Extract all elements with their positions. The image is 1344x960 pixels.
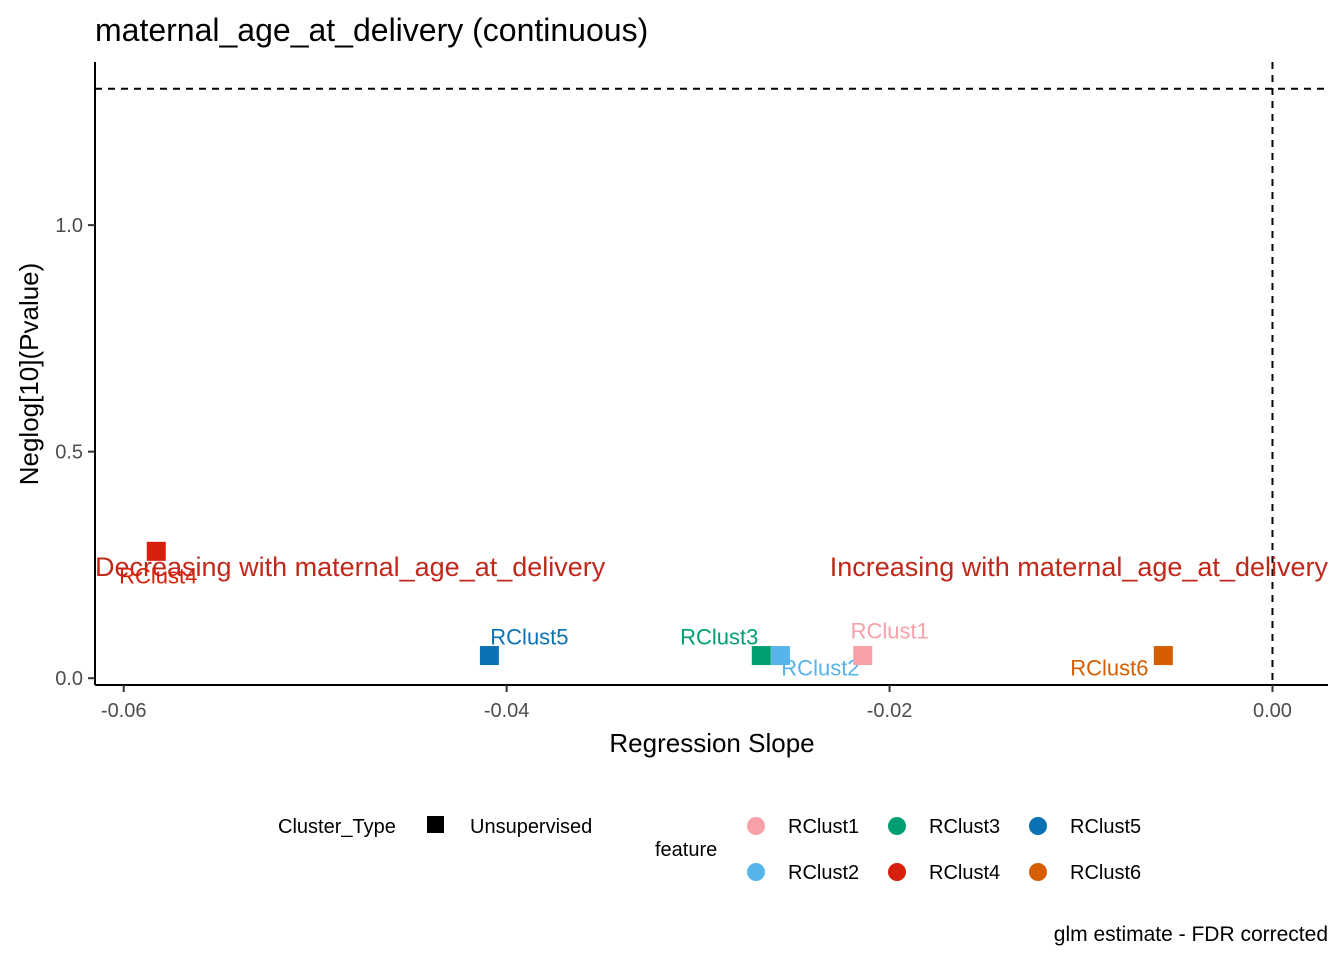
legend-label-rclust2: RClust2 (788, 862, 859, 884)
point-label-rclust4: RClust4 (119, 563, 197, 588)
data-point-rclust1 (853, 646, 873, 666)
legend-square-key (427, 816, 444, 833)
legend-shape-label: Unsupervised (470, 816, 592, 838)
x-axis-title: Regression Slope (609, 728, 814, 758)
data-point-rclust2 (770, 646, 790, 666)
annotation-increasing: Increasing with maternal_age_at_delivery (830, 552, 1329, 582)
y-tick-label: 0.0 (55, 668, 83, 690)
point-label-rclust5: RClust5 (490, 625, 568, 650)
legend-key-rclust5 (1029, 817, 1047, 835)
y-tick-label: 0.5 (55, 442, 83, 464)
legend-label-rclust4: RClust4 (929, 862, 1000, 884)
x-tick-label: -0.02 (867, 700, 913, 722)
point-label-rclust6: RClust6 (1070, 656, 1148, 681)
legend-shape-title: Cluster_Type (278, 816, 396, 838)
point-label-rclust1: RClust1 (851, 619, 929, 644)
y-tick-label: 1.0 (55, 215, 83, 237)
legend-key-rclust3 (888, 817, 906, 835)
data-point-rclust3 (751, 646, 771, 666)
legend-label-rclust1: RClust1 (788, 816, 859, 838)
x-tick-label: -0.06 (101, 700, 147, 722)
legend-key-rclust4 (888, 863, 906, 881)
x-tick-label: 0.00 (1253, 700, 1292, 722)
legend-key-rclust6 (1029, 863, 1047, 881)
legend-label-rclust6: RClust6 (1070, 862, 1141, 884)
data-point-rclust6 (1153, 646, 1173, 666)
point-label-rclust2: RClust2 (781, 656, 859, 681)
point-label-rclust3: RClust3 (680, 625, 758, 650)
legend-label-rclust3: RClust3 (929, 816, 1000, 838)
data-point-rclust4 (146, 541, 166, 561)
x-tick-label: -0.04 (484, 700, 530, 722)
chart-caption: glm estimate - FDR corrected (1054, 923, 1328, 946)
y-axis-title: Neglog[10](Pvalue) (14, 263, 44, 486)
legend-label-rclust5: RClust5 (1070, 816, 1141, 838)
legend-color-title: feature (655, 839, 717, 861)
data-point-rclust5 (479, 646, 499, 666)
chart-title: maternal_age_at_delivery (continuous) (95, 12, 648, 48)
legend-key-rclust1 (747, 817, 765, 835)
annotation-decreasing: Decreasing with maternal_age_at_delivery (95, 552, 606, 582)
legend-key-rclust2 (747, 863, 765, 881)
